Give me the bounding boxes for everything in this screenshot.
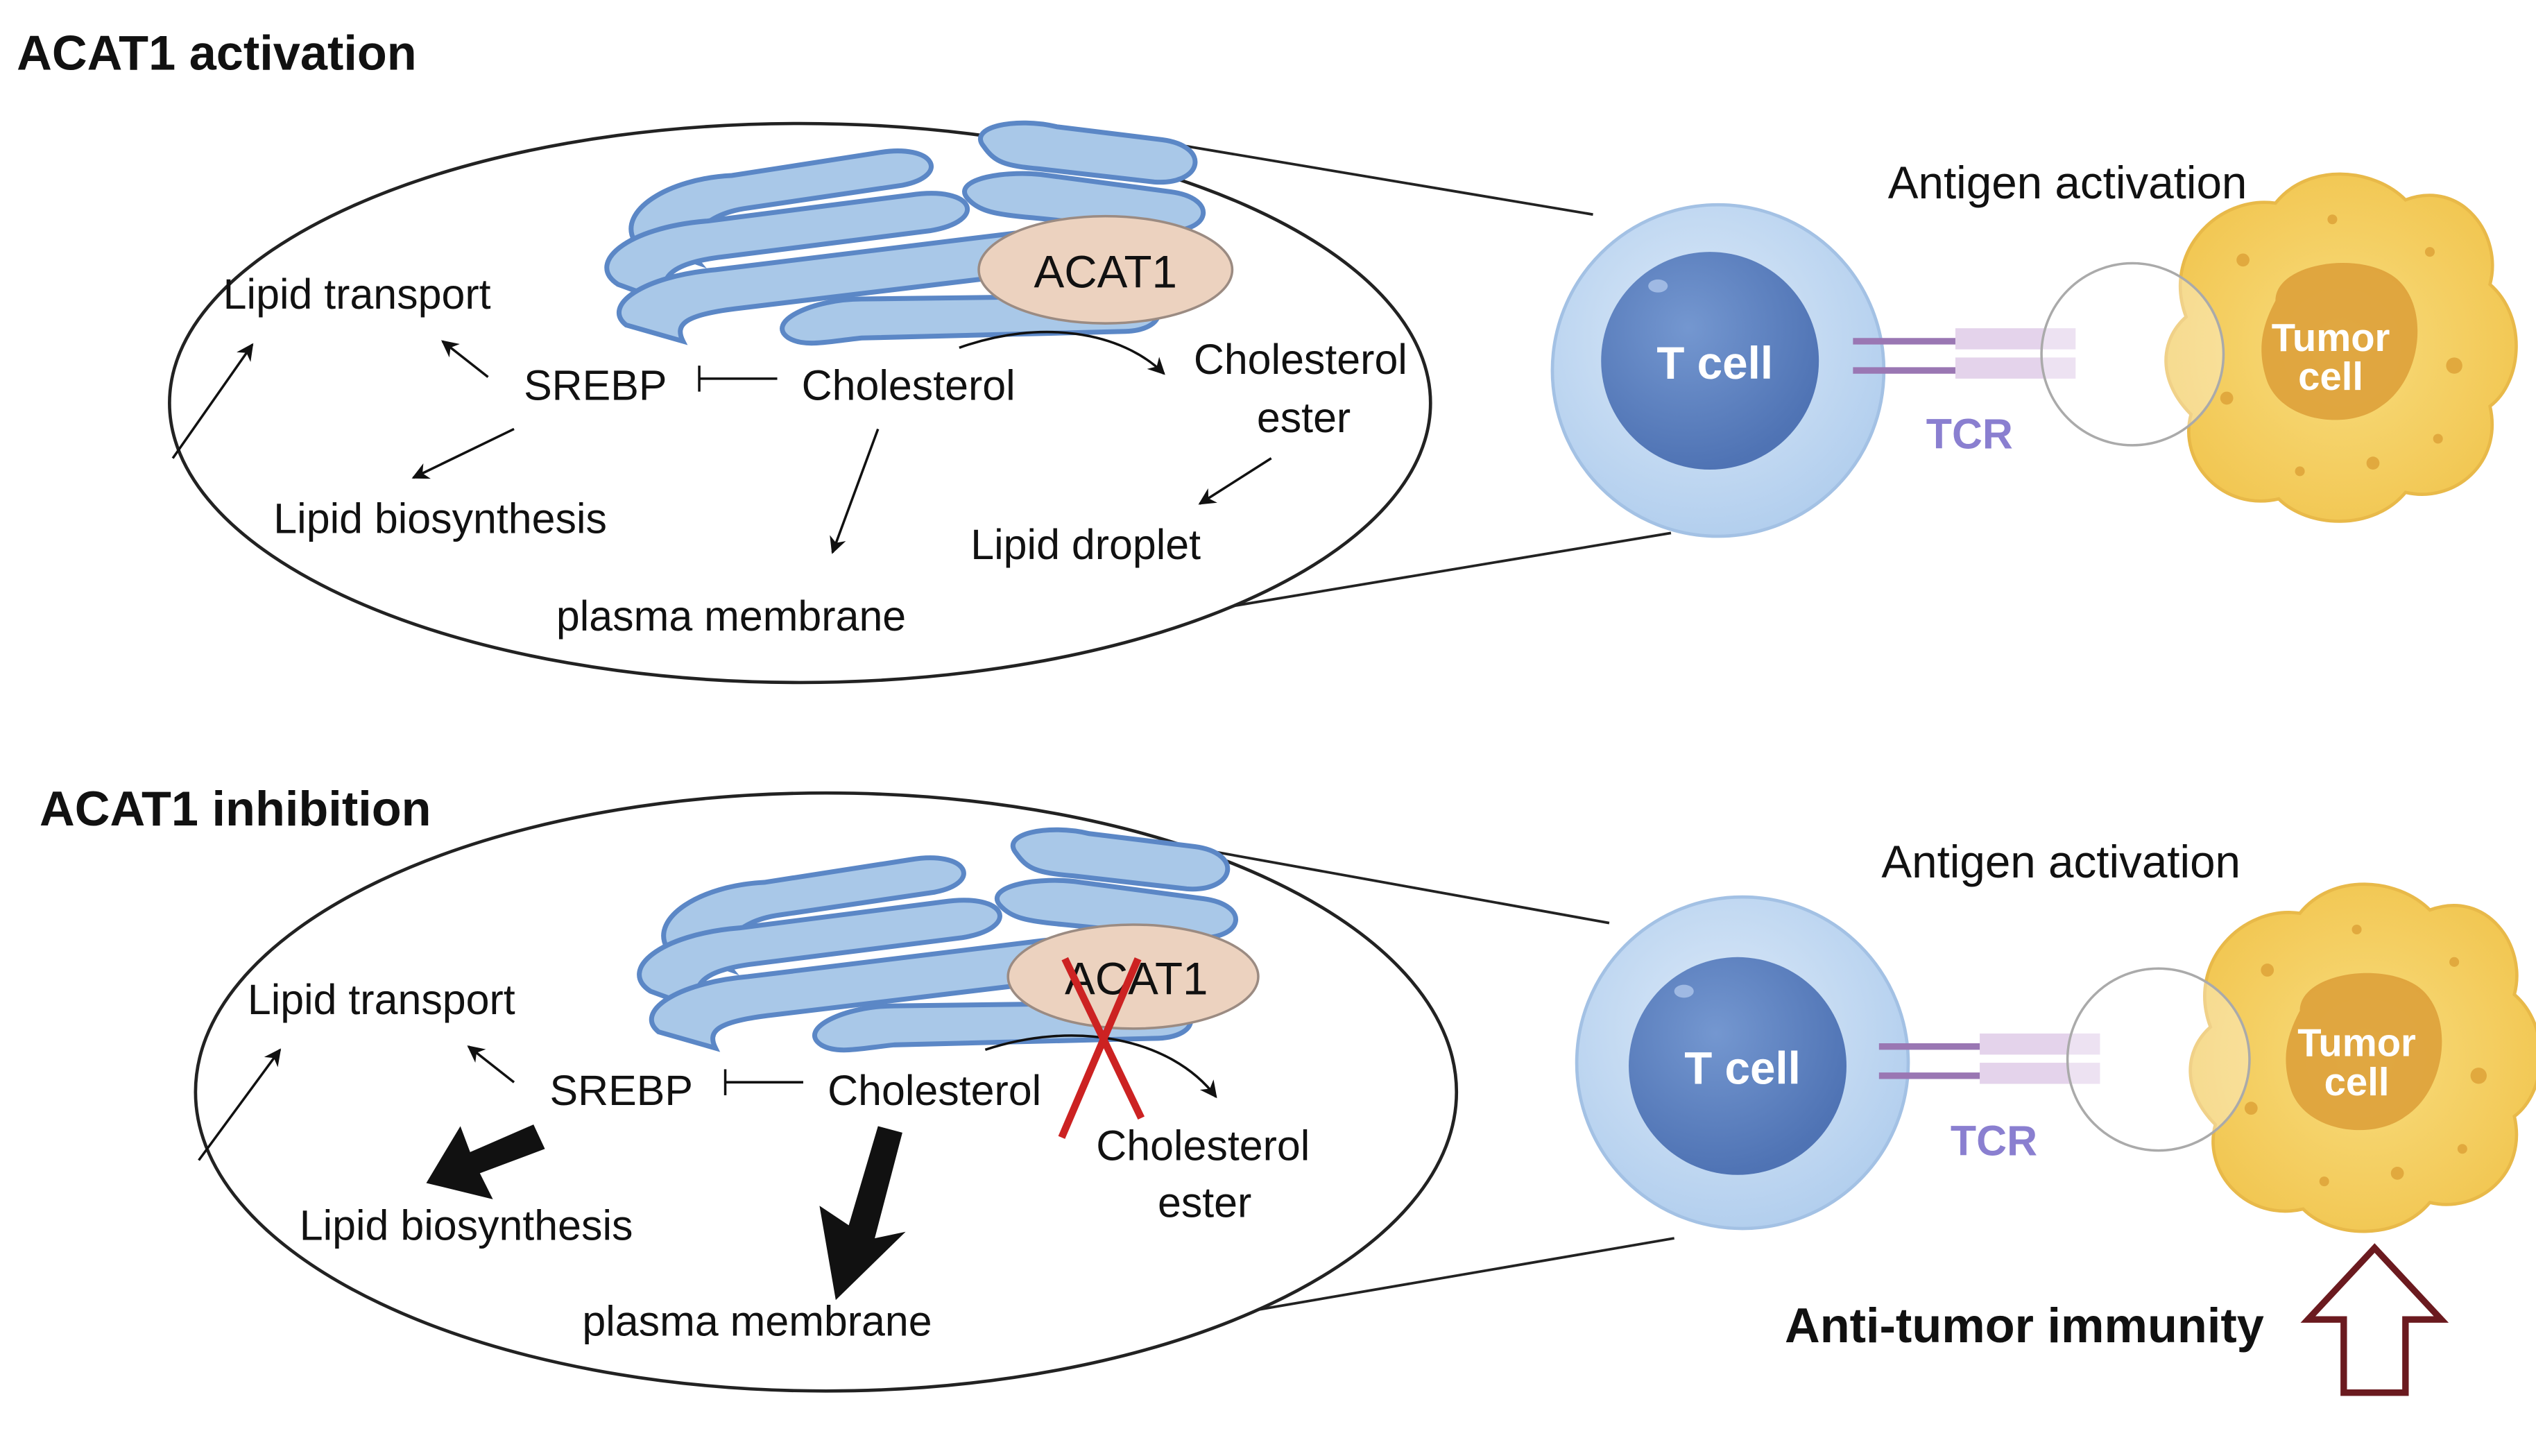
cholesterol-ester-arrow [984, 1034, 1217, 1099]
zoom-line-bottom [1238, 1237, 1674, 1314]
srebp-transport-arrow [441, 340, 489, 378]
zoom-line-top [1167, 142, 1593, 216]
tumor-label-line2: cell [2324, 1060, 2390, 1104]
srebp-biosynthesis-thick-arrow [426, 1124, 545, 1199]
antigen-circle [2040, 262, 2225, 447]
tumor-label-line1: Tumor [2297, 1021, 2416, 1065]
acat1-label: ACAT1 [1034, 247, 1176, 298]
t-cell-label: T cell [1656, 338, 1773, 388]
srebp-transport-arrow [467, 1045, 515, 1084]
srebp-biosynthesis-arrow [411, 427, 515, 479]
tcr-label: TCR [1951, 1117, 2037, 1165]
antigen-circle [2066, 967, 2251, 1152]
cholesterol-ester-label-line2: ester [1257, 394, 1351, 441]
panel-activation: ACAT1 activation ACAT1 Lipid transport S… [17, 26, 2516, 685]
t-cell-nucleus [1601, 252, 1819, 470]
srebp-label: SREBP [550, 1067, 693, 1114]
plasma-membrane-label: plasma membrane [582, 1298, 932, 1345]
t-cell-nucleus [1629, 957, 1847, 1175]
antigen-activation-label: Antigen activation [1881, 837, 2241, 887]
cholesterol-ester-label-line1: Cholesterol [1096, 1122, 1310, 1170]
panel-title: ACAT1 inhibition [40, 781, 431, 836]
cholesterol-ester-label-line1: Cholesterol [1194, 336, 1407, 383]
increase-up-arrow [2300, 1243, 2449, 1396]
panel-inhibition: ACAT1 inhibition ACAT1 Lipid transport S… [40, 781, 2536, 1396]
tumor-label-line2: cell [2298, 354, 2363, 398]
tcr-label: TCR [1926, 411, 2013, 458]
cholesterol-ester-label-line2: ester [1158, 1179, 1251, 1226]
transport-out-arrow [171, 343, 254, 459]
acat1-enzyme [977, 214, 1234, 325]
plasma-membrane-label: plasma membrane [556, 592, 906, 640]
anti-tumor-immunity-label: Anti-tumor immunity [1785, 1298, 2264, 1353]
transport-out-arrow [198, 1048, 282, 1161]
t-cell-highlight [1648, 279, 1668, 293]
lipid-biosynthesis-label: Lipid biosynthesis [300, 1201, 633, 1249]
lipid-droplet-label: Lipid droplet [970, 521, 1201, 568]
tumor-label-line1: Tumor [2272, 316, 2390, 359]
inhibition-cross-stroke-b [1058, 957, 1142, 1139]
zoom-line-bottom [1202, 531, 1672, 613]
cholesterol-membrane-arrow [830, 428, 880, 554]
panel-title: ACAT1 activation [17, 26, 417, 80]
tcr-block-a [1955, 328, 2076, 350]
tcr-block-b [1955, 357, 2076, 379]
antigen-activation-label: Antigen activation [1888, 157, 2247, 208]
tcr-block-a [1980, 1033, 2100, 1055]
srebp-label: SREBP [524, 361, 667, 409]
t-cell-highlight [1674, 984, 1694, 998]
tcr-block-b [1980, 1063, 2100, 1084]
zoom-line-top [1194, 847, 1610, 925]
lipid-transport-label: Lipid transport [248, 976, 515, 1023]
cholesterol-label: Cholesterol [802, 361, 1016, 409]
cholesterol-ester-arrow [959, 330, 1165, 375]
ester-droplet-arrow [1198, 457, 1272, 505]
cholesterol-membrane-thick-arrow [819, 1126, 906, 1301]
cholesterol-label: Cholesterol [828, 1067, 1041, 1114]
lipid-transport-label: Lipid transport [223, 271, 491, 318]
t-cell-label: T cell [1684, 1043, 1801, 1094]
lipid-biosynthesis-label: Lipid biosynthesis [273, 495, 607, 542]
